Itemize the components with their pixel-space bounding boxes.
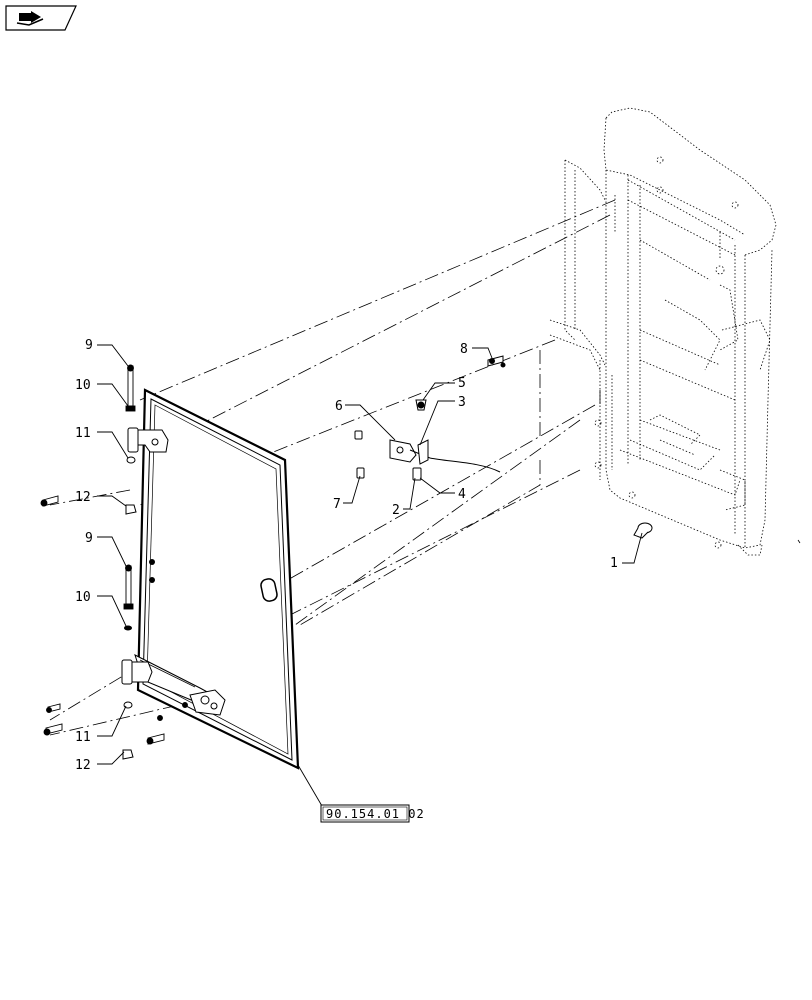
callout-11a: 11	[75, 426, 91, 441]
callout-5: 5	[458, 376, 466, 391]
callout-11b: 11	[75, 730, 91, 745]
callout-8: 8	[460, 342, 468, 357]
door-handle-slot	[260, 578, 278, 602]
door-hole	[149, 559, 155, 565]
callout-1: 1	[610, 556, 618, 571]
callout-10a: 10	[75, 378, 91, 393]
nut-11-upper	[126, 456, 136, 464]
alignment-lines	[49, 199, 616, 736]
door-hole	[149, 577, 155, 583]
cab-frame	[549, 107, 777, 556]
callout-12b: 12	[75, 758, 91, 773]
reference-box[interactable]: 90.154.01 02	[320, 804, 425, 823]
reference-number[interactable]: 90.154.01 02	[326, 807, 425, 821]
page-forward-icon	[5, 5, 77, 31]
page-nav-button[interactable]	[5, 5, 77, 31]
door-latch	[189, 689, 226, 716]
latch-assembly	[354, 355, 506, 481]
callout-3: 3	[458, 395, 466, 410]
pin-9-upper	[125, 364, 136, 412]
hinge-upper	[127, 427, 169, 453]
callout-2: 2	[392, 503, 400, 518]
callout-7: 7	[333, 497, 341, 512]
callout-9a: 9	[85, 338, 93, 353]
washer-10-lower	[124, 625, 132, 631]
nut-12-lower	[122, 749, 134, 760]
leader-lines	[97, 344, 643, 807]
hinge-lower	[121, 659, 153, 685]
callout-6: 6	[335, 399, 343, 414]
bumper-1	[633, 522, 653, 539]
callout-10b: 10	[75, 590, 91, 605]
callout-9b: 9	[85, 531, 93, 546]
corner-mark	[797, 539, 801, 544]
callout-12a: 12	[75, 490, 91, 505]
callout-labels: 9 10 11 12 9 10 11 12 8 5 6 3 7 2 4 1	[75, 338, 618, 773]
screws-left	[40, 495, 188, 745]
callout-4: 4	[458, 487, 466, 502]
nut-12-upper	[125, 504, 137, 515]
pin-9-lower	[123, 564, 134, 610]
door-panel	[134, 388, 300, 770]
